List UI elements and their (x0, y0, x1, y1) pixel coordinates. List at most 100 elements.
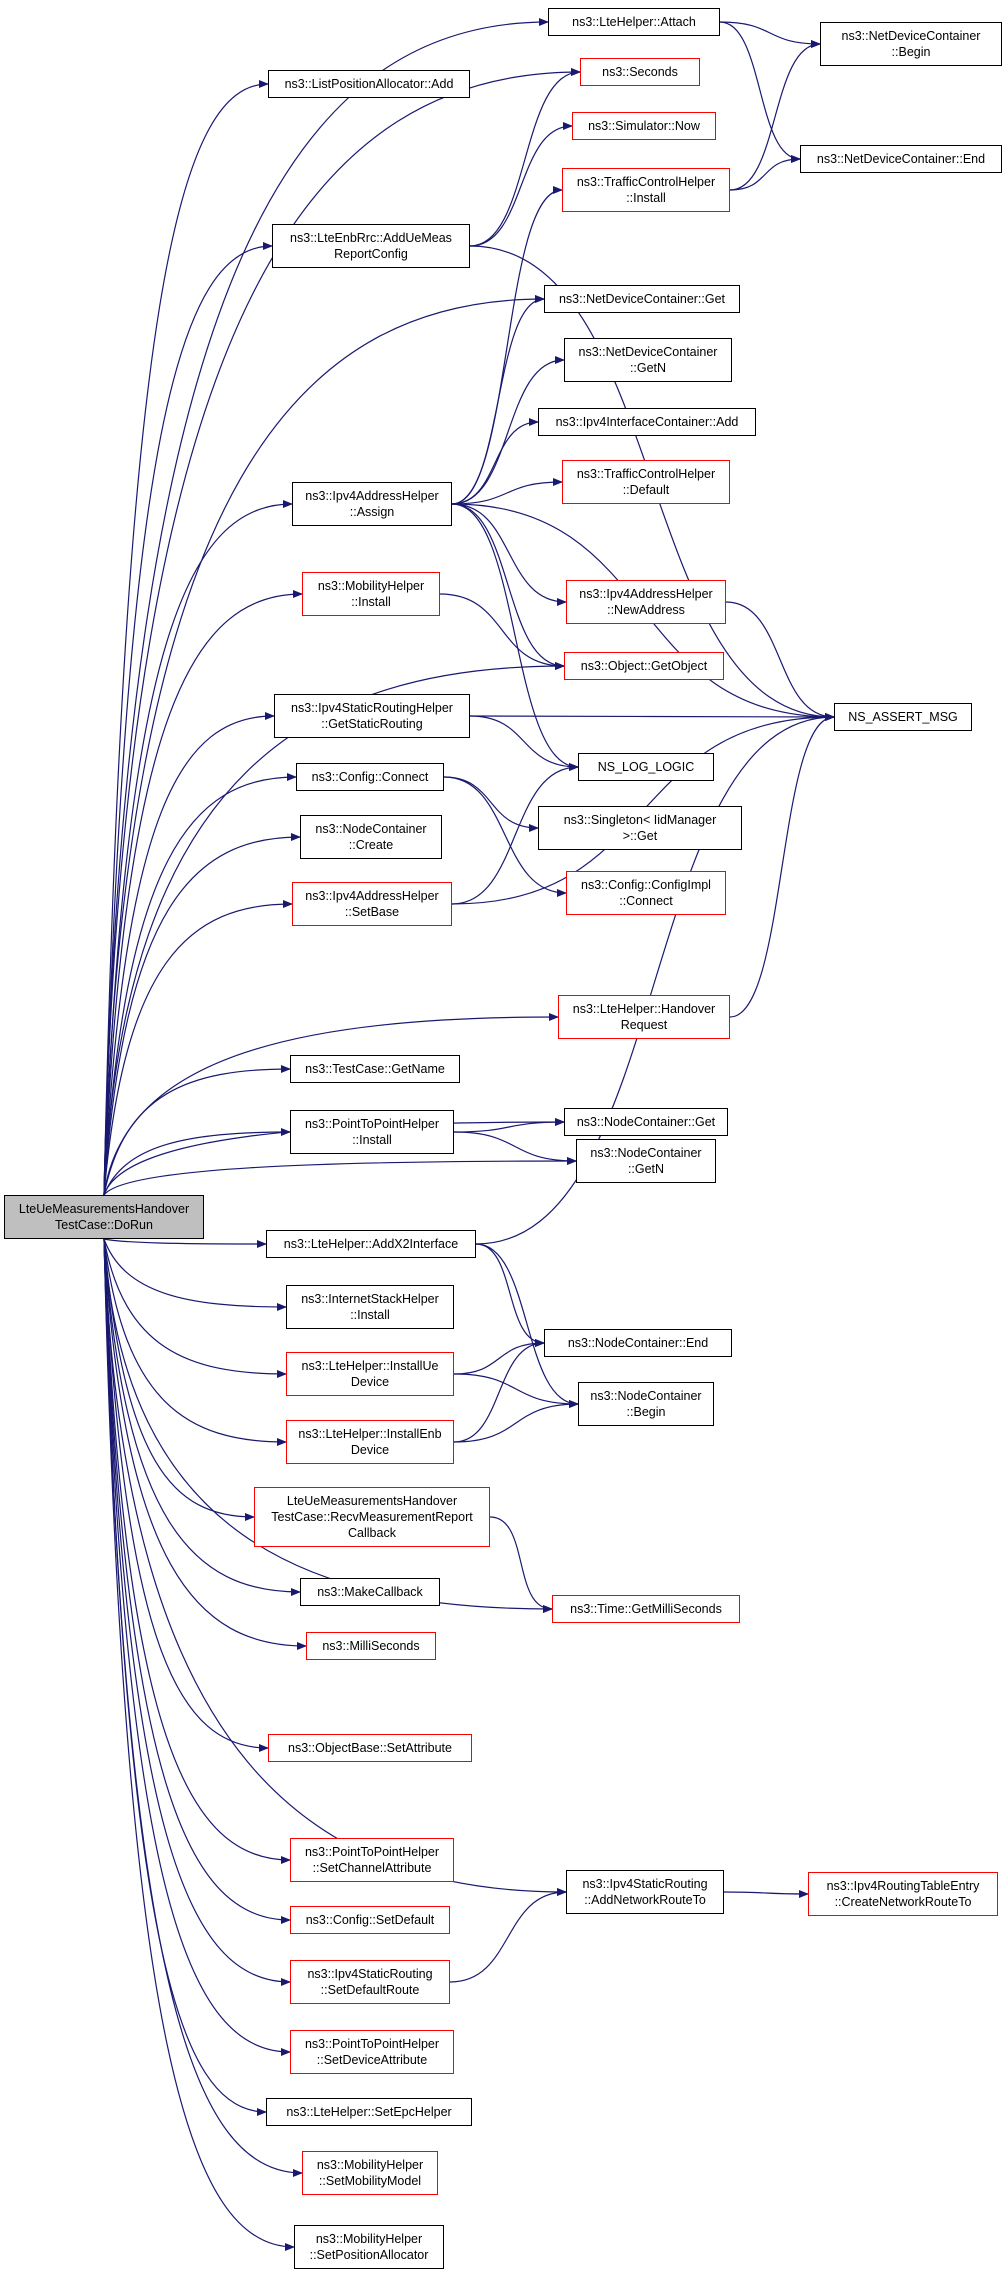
edge-ipv4ah-assign-to-ipv4ah-newaddr (451, 503, 567, 606)
edge-root-to-p2p-install (103, 1128, 291, 1196)
edge-mob-install-to-obj-getobject (439, 593, 565, 670)
edge-lte-installue-to-nc-begin (453, 1373, 579, 1408)
node-p2p-install[interactable]: ns3::PointToPointHelper ::Install (290, 1110, 454, 1154)
edge-srh-getstatic-to-ns-log (469, 715, 579, 771)
edge-recv-cb-to-time-getms (489, 1516, 553, 1613)
node-nc-begin[interactable]: ns3::NodeContainer ::Begin (578, 1382, 714, 1426)
edge-lte-installenb-to-nc-begin (453, 1400, 579, 1443)
node-sr-setdefault[interactable]: ns3::Ipv4StaticRouting ::SetDefaultRoute (290, 1960, 450, 2004)
node-lte-handover[interactable]: ns3::LteHelper::Handover Request (558, 995, 730, 1039)
node-ipv4ic-add[interactable]: ns3::Ipv4InterfaceContainer::Add (538, 408, 756, 436)
node-lte-installue[interactable]: ns3::LteHelper::InstallUe Device (286, 1352, 454, 1396)
edge-root-to-time-getms (103, 1238, 553, 1613)
edge-root-to-nc-get (103, 1118, 565, 1196)
edge-root-to-lte-installenb (103, 1238, 287, 1446)
node-ipv4ah-assign[interactable]: ns3::Ipv4AddressHelper ::Assign (292, 482, 452, 526)
edge-root-to-milliseconds (103, 1238, 307, 1650)
node-ndc-get[interactable]: ns3::NetDeviceContainer::Get (544, 285, 740, 313)
edge-root-to-nc-create (103, 833, 301, 1196)
edge-root-to-lpa-add (103, 80, 269, 1196)
node-sim-now[interactable]: ns3::Simulator::Now (572, 112, 716, 140)
node-ns-log[interactable]: NS_LOG_LOGIC (578, 753, 714, 781)
node-nc-end[interactable]: ns3::NodeContainer::End (544, 1329, 732, 1357)
node-ob-setattr[interactable]: ns3::ObjectBase::SetAttribute (268, 1734, 472, 1762)
edge-lte-attach-to-ndc-begin (719, 21, 821, 48)
node-ish-install[interactable]: ns3::InternetStackHelper ::Install (286, 1285, 454, 1329)
node-root[interactable]: LteUeMeasurementsHandover TestCase::DoRu… (4, 1195, 204, 1239)
node-obj-getobject[interactable]: ns3::Object::GetObject (564, 652, 724, 680)
node-mob-setmodel[interactable]: ns3::MobilityHelper ::SetMobilityModel (302, 2151, 438, 2195)
edge-root-to-lte-installue (103, 1238, 287, 1378)
node-milliseconds[interactable]: ns3::MilliSeconds (306, 1632, 436, 1660)
edge-root-to-lte-handover (103, 1013, 559, 1196)
node-ndc-end[interactable]: ns3::NetDeviceContainer::End (800, 145, 1002, 173)
edge-ipv4ah-assign-to-obj-getobject (451, 503, 565, 670)
node-rte-create[interactable]: ns3::Ipv4RoutingTableEntry ::CreateNetwo… (808, 1872, 998, 1916)
node-tc-getname[interactable]: ns3::TestCase::GetName (290, 1055, 460, 1083)
edge-ipv4ah-assign-to-ns-log (451, 503, 579, 771)
node-p2p-setdev[interactable]: ns3::PointToPointHelper ::SetDeviceAttri… (290, 2030, 454, 2074)
node-make-cb[interactable]: ns3::MakeCallback (300, 1578, 440, 1606)
node-sr-addnet[interactable]: ns3::Ipv4StaticRouting ::AddNetworkRoute… (566, 1870, 724, 1914)
edge-cfg-connect-to-singleton-get (443, 776, 539, 832)
node-ipv4ah-newaddr[interactable]: ns3::Ipv4AddressHelper ::NewAddress (566, 580, 726, 624)
edge-root-to-ish-install (103, 1238, 287, 1311)
node-lte-setepc[interactable]: ns3::LteHelper::SetEpcHelper (266, 2098, 472, 2126)
edge-root-to-p2p-setchan (103, 1238, 291, 1864)
node-seconds[interactable]: ns3::Seconds (580, 58, 700, 86)
edge-tch-install-to-ndc-begin (729, 40, 821, 191)
edge-root-to-mob-setmodel (103, 1238, 303, 2177)
edge-root-to-lte-addx2 (103, 1238, 267, 1248)
node-lte-installenb[interactable]: ns3::LteHelper::InstallEnb Device (286, 1420, 454, 1464)
edge-root-to-srh-getstatic (103, 712, 275, 1196)
node-cfg-setdefault[interactable]: ns3::Config::SetDefault (290, 1906, 450, 1934)
edge-p2p-install-to-nc-get (453, 1118, 565, 1133)
edge-lte-addx2-to-ns-assert (475, 713, 835, 1245)
edge-root-to-mob-install (103, 590, 303, 1196)
node-ndc-begin[interactable]: ns3::NetDeviceContainer ::Begin (820, 22, 1002, 66)
edge-lte-attach-to-ndc-end (719, 21, 801, 163)
edge-root-to-tc-getname (103, 1065, 291, 1196)
edge-lte-handover-to-ns-assert (729, 713, 835, 1018)
node-ns-assert[interactable]: NS_ASSERT_MSG (834, 703, 972, 731)
node-mob-install[interactable]: ns3::MobilityHelper ::Install (302, 572, 440, 616)
node-srh-getstatic[interactable]: ns3::Ipv4StaticRoutingHelper ::GetStatic… (274, 694, 470, 738)
node-lpa-add[interactable]: ns3::ListPositionAllocator::Add (268, 70, 470, 98)
node-enbrrc-add[interactable]: ns3::LteEnbRrc::AddUeMeas ReportConfig (272, 224, 470, 268)
node-recv-cb[interactable]: LteUeMeasurementsHandover TestCase::Recv… (254, 1487, 490, 1547)
edge-sr-setdefault-to-sr-addnet (449, 1888, 567, 1983)
edge-sr-addnet-to-rte-create (723, 1889, 809, 1898)
node-lte-attach[interactable]: ns3::LteHelper::Attach (548, 8, 720, 36)
edge-root-to-nc-getn (103, 1157, 577, 1196)
node-cfg-connect[interactable]: ns3::Config::Connect (296, 763, 444, 791)
node-nc-getn[interactable]: ns3::NodeContainer ::GetN (576, 1139, 716, 1183)
edge-tch-install-to-ndc-end (729, 155, 801, 191)
node-mob-setposalloc[interactable]: ns3::MobilityHelper ::SetPositionAllocat… (294, 2225, 444, 2269)
edge-lte-addx2-to-nc-end (475, 1243, 545, 1347)
edge-root-to-ipv4ah-assign (103, 500, 293, 1196)
edge-enbrrc-add-to-sim-now (469, 122, 573, 247)
edge-root-to-enbrrc-add (103, 242, 273, 1196)
edge-lte-addx2-to-nc-begin (475, 1243, 579, 1408)
edge-root-to-lte-setepc (103, 1238, 267, 2116)
edge-root-to-p2p-setdev (103, 1238, 291, 2056)
node-lte-addx2[interactable]: ns3::LteHelper::AddX2Interface (266, 1230, 476, 1258)
node-nc-create[interactable]: ns3::NodeContainer ::Create (300, 815, 442, 859)
edge-root-to-cfg-connect (103, 773, 297, 1196)
node-ipv4ah-setbase[interactable]: ns3::Ipv4AddressHelper ::SetBase (292, 882, 452, 926)
edge-root-to-ipv4ah-setbase (103, 900, 293, 1196)
node-ndc-getn[interactable]: ns3::NetDeviceContainer ::GetN (564, 338, 732, 382)
node-nc-get[interactable]: ns3::NodeContainer::Get (564, 1108, 728, 1136)
edge-root-to-ndc-get (103, 295, 545, 1196)
node-tch-install[interactable]: ns3::TrafficControlHelper ::Install (562, 168, 730, 212)
node-time-getms[interactable]: ns3::Time::GetMilliSeconds (552, 1595, 740, 1623)
edge-ipv4ah-assign-to-ndc-get (451, 295, 545, 505)
node-singleton-get[interactable]: ns3::Singleton< IidManager >::Get (538, 806, 742, 850)
node-p2p-setchan[interactable]: ns3::PointToPointHelper ::SetChannelAttr… (290, 1838, 454, 1882)
node-tch-default[interactable]: ns3::TrafficControlHelper ::Default (562, 460, 730, 504)
node-cfgimpl-connect[interactable]: ns3::Config::ConfigImpl ::Connect (566, 871, 726, 915)
edge-root-to-recv-cb (103, 1238, 255, 1521)
edge-root-to-sr-setdefault (103, 1238, 291, 1986)
edge-lte-installenb-to-nc-end (453, 1339, 545, 1443)
